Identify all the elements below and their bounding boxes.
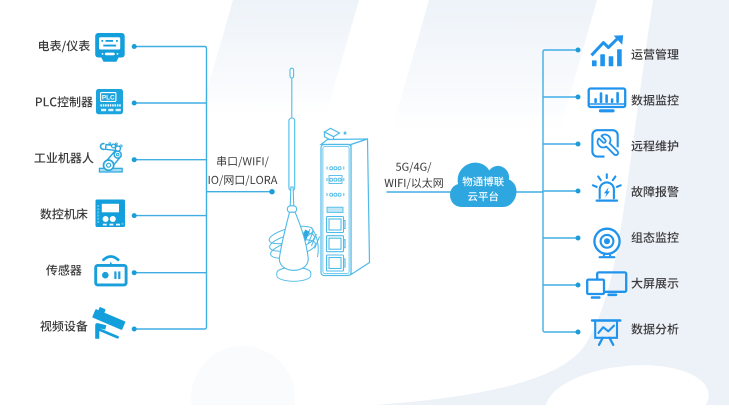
svg-text:PLC: PLC xyxy=(102,95,115,102)
